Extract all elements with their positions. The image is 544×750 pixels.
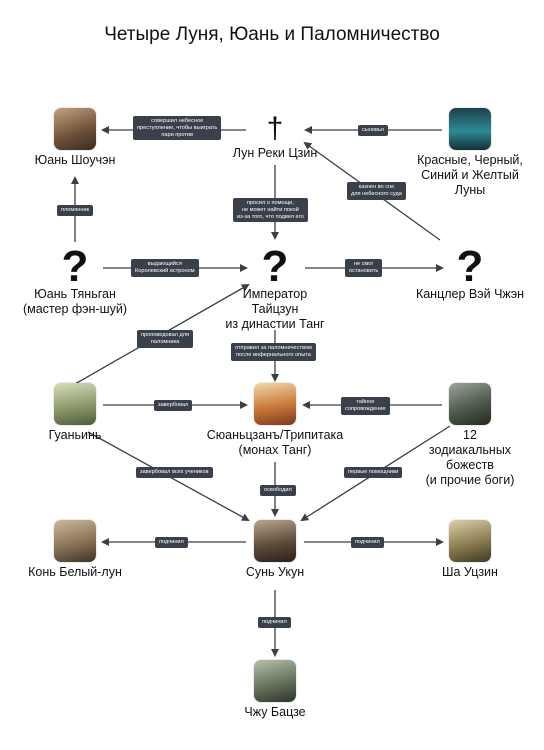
dagger-icon: † — [266, 112, 284, 145]
edge-label-freed: освободил — [260, 485, 296, 496]
node-chancellor: ? Канцлер Вэй Чжэн — [405, 242, 535, 302]
question-mark-icon: ? — [261, 242, 289, 291]
edge-label-nephew2: племянник — [57, 205, 94, 216]
node-yuan-shouchen: Юань Шоучэн — [25, 108, 125, 168]
portrait-photo — [449, 108, 491, 150]
page-title: Четыре Луня, Юань и Паломничество — [104, 24, 440, 45]
edge-label-subdued-down: подчинил — [258, 617, 291, 628]
portrait-photo — [449, 383, 491, 425]
node-moons: Красные, Черный, Синий и Желтый Луны — [410, 108, 530, 198]
edge-label-subdued-left: подчинил — [155, 537, 188, 548]
portrait-photo — [254, 520, 296, 562]
node-sha-wujing: Ша Уцзин — [420, 520, 520, 580]
portrait-photo — [54, 108, 96, 150]
node-emperor: ? Император Тайцзун из династии Танг — [215, 242, 335, 332]
node-sun-wukong: Сунь Укун — [225, 520, 325, 580]
portrait-photo — [254, 660, 296, 702]
edge-label-recruited-all: завербовал всех учеников — [136, 467, 213, 478]
node-guanyin: Гуаньинь — [25, 383, 125, 443]
node-yuan-tyangan: ? Юань Тяньган (мастер фэн-шуй) — [10, 242, 140, 317]
question-mark-icon: ? — [456, 242, 484, 291]
portrait-photo — [54, 383, 96, 425]
node-lun-reki: † Лун Реки Цзин — [215, 112, 335, 161]
node-gods: 12 зодиакальных божеств (и прочие боги) — [415, 383, 525, 488]
edge-label-recruited: завербовал — [154, 400, 193, 411]
node-xuanzang: Сюаньцзанъ/Трипитака (монах Танг) — [195, 383, 355, 458]
edge-label-subdued-right: подчинил — [351, 537, 384, 548]
portrait-photo — [449, 520, 491, 562]
node-horse: Конь Белый-лун — [20, 520, 130, 580]
edge-label-nephew: сыновья — [358, 125, 388, 136]
node-zhu-bajie: Чжу Бацзе — [225, 660, 325, 720]
question-mark-icon: ? — [61, 242, 89, 291]
portrait-photo — [254, 383, 296, 425]
edge-label-first-helpers: первые помощники — [344, 467, 403, 478]
portrait-photo — [54, 520, 96, 562]
